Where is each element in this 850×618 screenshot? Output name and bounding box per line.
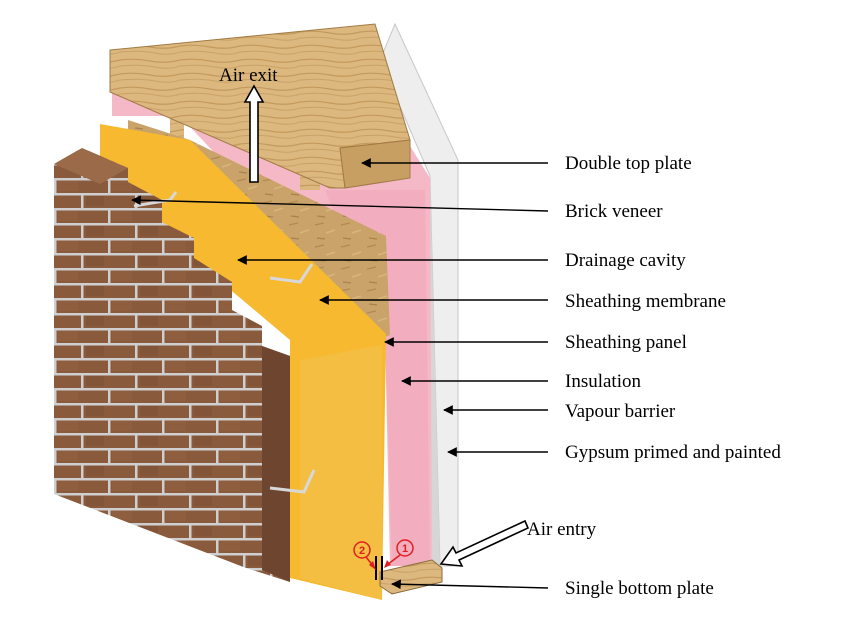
brick-tie: [133, 191, 178, 208]
membrane-highlight: [300, 345, 382, 600]
label-insulation: Insulation: [565, 371, 641, 392]
label-drainage-cavity: Drainage cavity: [565, 250, 686, 271]
double-top-plate-end: [339, 139, 411, 189]
label-double-top-plate: Double top plate: [565, 153, 692, 174]
brick-tie: [269, 263, 314, 284]
label-sheathing-membrane: Sheathing membrane: [565, 291, 726, 312]
marker-one-arrowhead: [384, 560, 391, 568]
label-air-entry: Air entry: [527, 519, 597, 540]
leader-brick-veneer: [131, 195, 549, 212]
insulation-shade: [325, 190, 430, 566]
marker-one: 1: [402, 543, 408, 555]
brick-veneer-side: [262, 346, 290, 582]
label-single-bottom-plate: Single bottom plate: [565, 578, 714, 599]
label-sheathing-panel: Sheathing panel: [565, 332, 687, 353]
label-air-exit: Air exit: [219, 65, 278, 86]
air-exit-arrow: [243, 84, 265, 183]
marker-two-arrowhead: [369, 561, 376, 570]
marker-two-circle: [353, 541, 371, 559]
marker-one-circle: [396, 539, 414, 557]
air-entry-arrow: [439, 519, 530, 567]
label-brick-veneer: Brick veneer: [565, 201, 663, 222]
brick-tie: [269, 469, 316, 494]
label-gypsum: Gypsum primed and painted: [565, 442, 781, 463]
marker-two: 2: [359, 545, 365, 557]
leader-single-bottom-plate: [391, 579, 549, 590]
brick-veneer-top: [54, 148, 128, 184]
label-vapour-barrier: Vapour barrier: [565, 401, 676, 422]
brick-veneer: [54, 148, 290, 582]
